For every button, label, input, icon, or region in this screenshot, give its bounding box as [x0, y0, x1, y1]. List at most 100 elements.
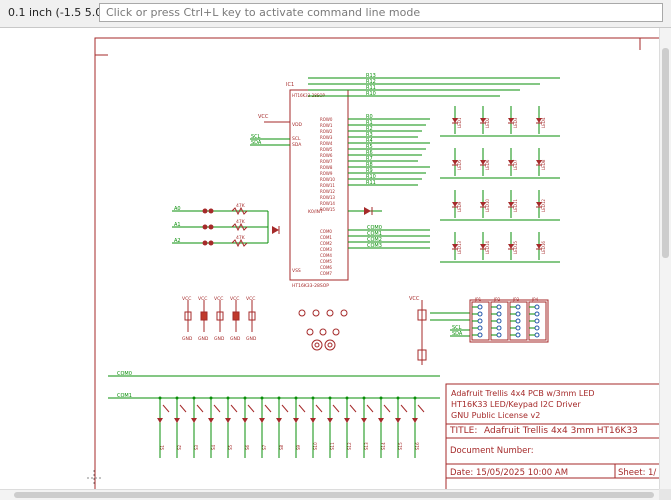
addr-net-label-a1: A1 — [174, 222, 181, 228]
led-3: LED3 — [508, 106, 518, 134]
led-ref: LED10 — [485, 199, 490, 212]
key-switch-1: S1 — [157, 396, 170, 458]
led-9: LED9 — [452, 190, 462, 218]
scrollbar-corner — [659, 489, 671, 500]
title-block: Adafruit Trellis 4x4 PCB w/3mm LED HT16K… — [445, 383, 659, 489]
connector-name: JP1 — [474, 297, 482, 302]
title-line-2: HT16K33 LED/Keypad I2C Driver — [451, 400, 581, 409]
key-switch-9: S9 — [293, 396, 306, 458]
led-ref: LED2 — [485, 117, 490, 128]
docnum-label: Document Number: — [450, 446, 534, 456]
net-label-r12: R12 — [366, 79, 376, 85]
svg-text:S5: S5 — [228, 444, 233, 450]
connector-pin — [477, 325, 483, 331]
chip-pin-row10: ROW10 — [320, 177, 335, 182]
connector-pin — [477, 318, 483, 324]
chip-pin-com5: COM5 — [320, 259, 332, 264]
connector-pin — [534, 332, 540, 338]
led-5: LED5 — [452, 148, 462, 176]
vertical-scroll-thumb[interactable] — [662, 48, 669, 258]
com2-net-label: COM2 — [367, 237, 382, 243]
chip-pin-com2: COM2 — [320, 241, 332, 246]
key-switch-13: S13 — [361, 396, 374, 458]
date-label: Date: — [450, 468, 473, 478]
connector-pin — [496, 311, 502, 317]
connector-pin — [534, 304, 540, 310]
date-value: 15/05/2025 10:00 AM — [476, 468, 568, 478]
led-ref: LED16 — [541, 241, 546, 254]
addr-jumper-pad — [202, 240, 208, 246]
command-line-input[interactable]: Click or press Ctrl+L key to activate co… — [99, 3, 663, 22]
chip-pin-row11: ROW11 — [320, 183, 335, 188]
cap-gnd-label: GND — [198, 336, 209, 342]
key-switch-8: S8 — [276, 396, 289, 458]
led-11: LED11 — [508, 190, 518, 218]
svg-text:S2: S2 — [177, 444, 182, 450]
coordinate-display: 0.1 inch (-1.5 5.0) — [8, 6, 107, 19]
led-ref: LED14 — [485, 241, 490, 254]
chip-pin-com4: COM4 — [320, 253, 332, 258]
connector-name: JP2 — [493, 297, 501, 302]
connector-pin — [515, 304, 521, 310]
addr-net-label-a2: A2 — [174, 238, 181, 244]
connector-pin — [515, 318, 521, 324]
led-4: LED4 — [536, 106, 546, 134]
led-ref: LED8 — [541, 159, 546, 170]
connector-pin — [477, 311, 483, 317]
led-ref: LED3 — [513, 117, 518, 128]
addr-resistor — [231, 222, 248, 232]
row-net-label-r5: R5 — [366, 144, 373, 150]
led-ref: LED9 — [457, 201, 462, 212]
row-net-label-r2: R2 — [366, 126, 373, 132]
schematic-drawing: HT16K33-28SOP VDD SCL SDA VSS HT16K33-28… — [87, 37, 659, 489]
schematic-canvas[interactable]: HT16K33-28SOP VDD SCL SDA VSS HT16K33-28… — [0, 28, 659, 489]
row-net-label-r0: R0 — [366, 114, 373, 120]
led-ref: LED5 — [457, 159, 462, 170]
vcc-label: VCC — [258, 114, 269, 120]
int-diode — [348, 207, 382, 215]
chip-pin-row8: ROW8 — [320, 165, 333, 170]
connector-name: JP4 — [531, 297, 539, 302]
ht16k33-chip[interactable] — [289, 89, 349, 281]
chip-pin-row5: ROW5 — [320, 147, 333, 152]
horizontal-scroll-thumb[interactable] — [14, 492, 654, 498]
chip-key-label: K0/INT — [308, 209, 323, 215]
cap-vcc-label: VCC — [246, 296, 255, 302]
vertical-scrollbar[interactable] — [659, 28, 671, 489]
scl-net-label: SCL — [251, 134, 261, 140]
conn-scl-label: SCL — [452, 325, 462, 331]
cap-vcc-label: VCC — [198, 296, 207, 302]
addr-resistor — [231, 238, 248, 248]
cap-gnd-label: GND — [230, 336, 241, 342]
chip-pin-row0: ROW0 — [320, 117, 333, 122]
key-switch-11: S11 — [327, 396, 340, 458]
addr-jumper-pad — [208, 240, 214, 246]
led-ref: LED12 — [541, 199, 546, 212]
led-ref: LED13 — [457, 241, 462, 254]
cap-vcc-label: VCC — [214, 296, 223, 302]
addr-diode — [272, 226, 279, 234]
led-7: LED7 — [508, 148, 518, 176]
row-net-label-r11: R11 — [366, 180, 376, 186]
chip-vss-label: VSS — [292, 268, 301, 274]
addr-jumper-pad — [208, 208, 214, 214]
led-16: LED16 — [536, 232, 546, 260]
row-net-label-r8: R8 — [366, 162, 373, 168]
led-ref: LED11 — [513, 199, 518, 212]
chip-pin-com7: COM7 — [320, 271, 332, 276]
connector-pin — [515, 332, 521, 338]
horizontal-scrollbar[interactable] — [0, 489, 659, 500]
svg-text:S7: S7 — [262, 444, 267, 450]
svg-text:S6: S6 — [245, 444, 250, 450]
chip-pin-com3: COM3 — [320, 247, 332, 252]
com1-net-label: COM1 — [367, 231, 382, 237]
led-6: LED6 — [480, 148, 490, 176]
led-ref: LED6 — [485, 159, 490, 170]
row-net-label-r7: R7 — [366, 156, 373, 162]
connector-pin — [496, 325, 502, 331]
led-ref: LED1 — [457, 117, 462, 128]
chip-row-pins: ROW0ROW1ROW2ROW3ROW4ROW5ROW6ROW7ROW8ROW9… — [320, 117, 335, 212]
